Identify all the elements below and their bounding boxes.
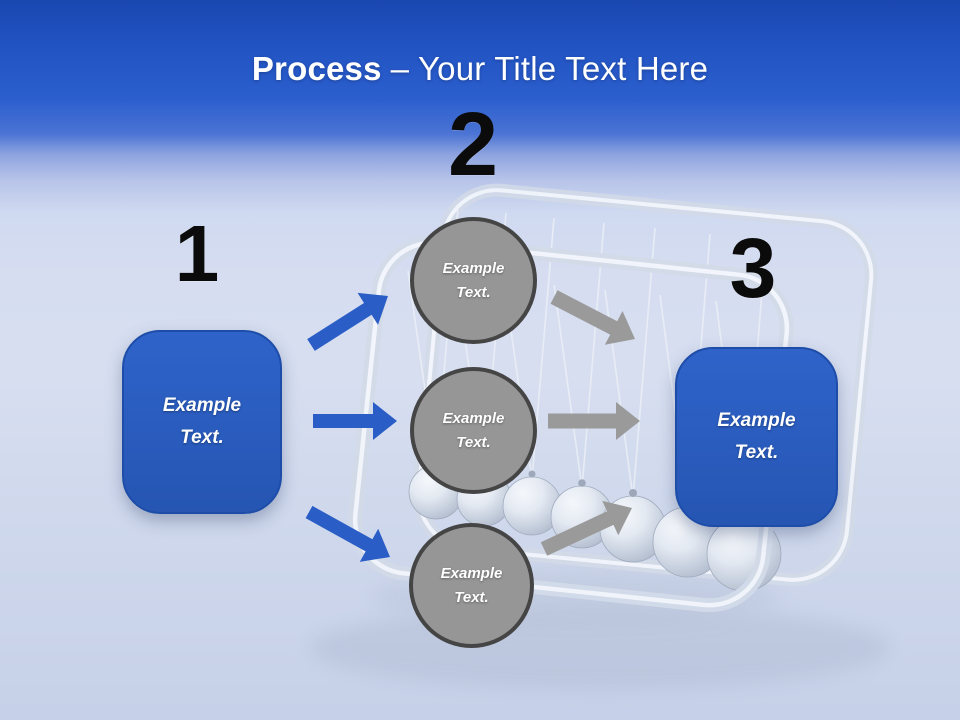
- process-circle-3: Example Text.: [409, 523, 534, 648]
- cradle-back-frame: [412, 183, 878, 587]
- gray-arrow-bottom: [540, 500, 632, 556]
- circle-3-label-line1: Example: [440, 564, 503, 582]
- gray-arrow-middle: [548, 402, 640, 440]
- slide-title-rest: – Your Title Text Here: [390, 50, 709, 87]
- blue-arrow-bottom: [305, 505, 390, 562]
- circle-1-label-line1: Example: [442, 259, 505, 277]
- circle-2-label-line2: Text.: [456, 433, 491, 451]
- slide-title: Process– Your Title Text Here: [0, 48, 960, 89]
- slide-title-emphasis: Process: [251, 50, 382, 87]
- process-circle-1: Example Text.: [410, 217, 537, 344]
- step-number-2: 2: [447, 95, 499, 195]
- end-box: Example Text.: [675, 347, 838, 527]
- blue-arrow-middle: [313, 402, 397, 440]
- blue-arrow-top: [307, 292, 388, 351]
- step-number-1: 1: [174, 209, 220, 298]
- step-number-3: 3: [729, 221, 777, 315]
- circle-2-label-line1: Example: [442, 409, 505, 427]
- start-box: Example Text.: [122, 330, 282, 514]
- start-box-label-line2: Text.: [180, 427, 224, 448]
- process-circle-2: Example Text.: [410, 367, 537, 494]
- circle-3-label-line2: Text.: [454, 588, 489, 606]
- circle-1-label-line2: Text.: [456, 283, 491, 301]
- start-box-label-line1: Example: [162, 395, 242, 417]
- end-box-label-line2: Text.: [734, 442, 779, 463]
- end-box-label-line1: Example: [717, 410, 796, 432]
- gray-arrow-top: [550, 290, 635, 345]
